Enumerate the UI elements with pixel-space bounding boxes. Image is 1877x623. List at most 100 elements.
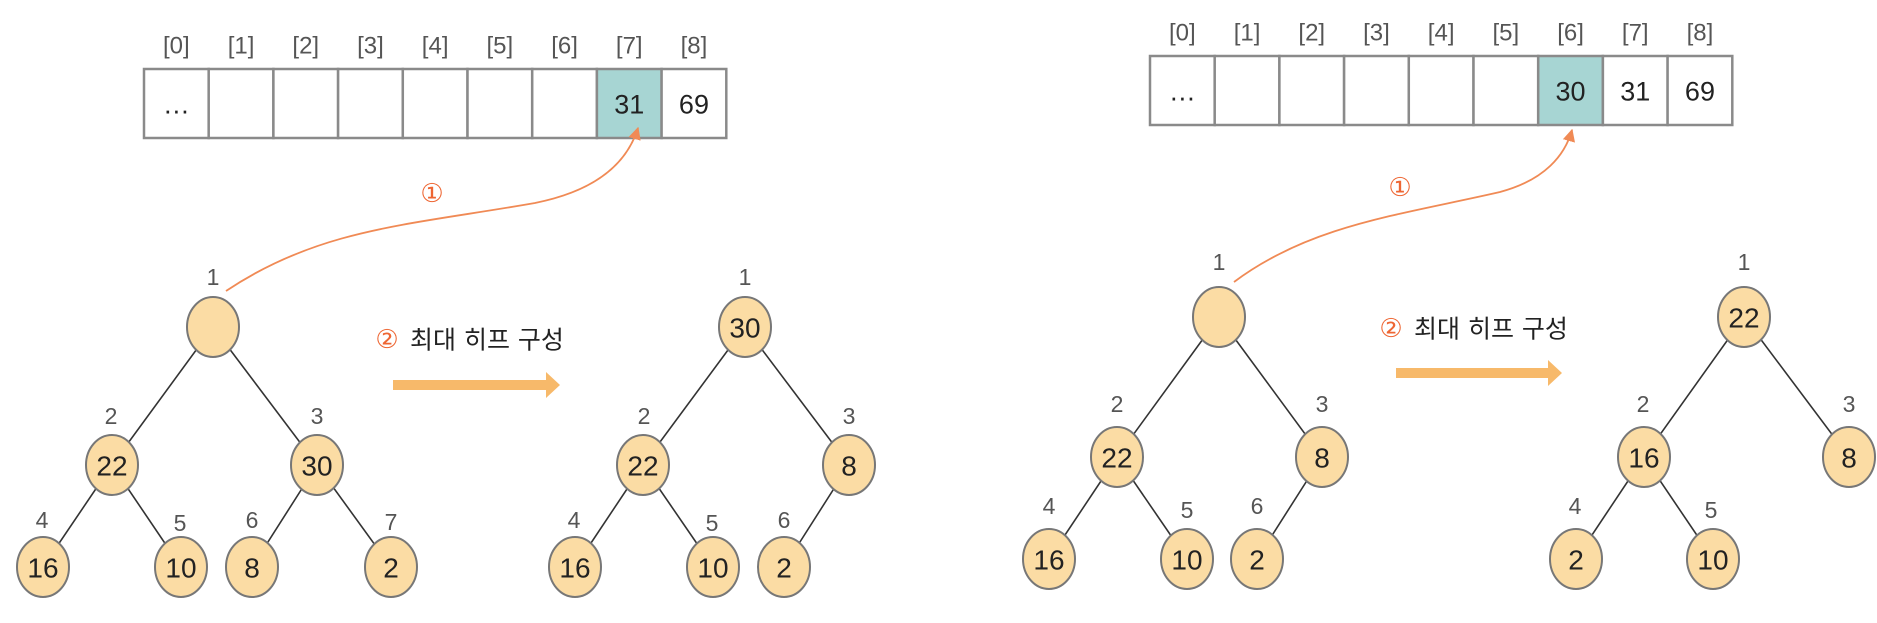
node-value: 8 xyxy=(1841,443,1857,474)
step1-marker: ① xyxy=(420,179,443,209)
array-index-label: [7] xyxy=(616,33,643,60)
node-index: 1 xyxy=(1738,249,1751,275)
transition-arrow xyxy=(393,372,560,398)
array-index-label: [3] xyxy=(1363,20,1390,47)
node-index: 3 xyxy=(1316,391,1329,417)
node-index: 1 xyxy=(739,264,752,290)
array-index-label: [5] xyxy=(487,33,514,60)
heap-node xyxy=(718,296,772,358)
move-root-arrow xyxy=(1233,128,1576,283)
array-cell xyxy=(530,67,599,140)
step1-marker: ① xyxy=(1388,173,1411,203)
step2-marker: ② xyxy=(1379,314,1402,344)
step2-label: 최대 히프 구성 xyxy=(410,326,564,355)
node-index: 5 xyxy=(174,510,187,536)
array-cell-value: 69 xyxy=(1685,77,1715,107)
node-value: 22 xyxy=(96,451,127,482)
heap-node xyxy=(616,434,670,496)
heap-array: …[0][1][2][3][4][5][6]31[7]69[8] xyxy=(142,33,728,140)
heap-node xyxy=(364,536,418,598)
array-cell xyxy=(660,67,728,140)
node-index: 2 xyxy=(105,403,118,429)
array-cell xyxy=(336,67,405,140)
transition-arrow xyxy=(1396,360,1562,386)
array-index-label: [6] xyxy=(551,33,578,60)
array-index-label: [4] xyxy=(422,33,449,60)
node-value: 16 xyxy=(27,553,58,584)
array-cell-value: 30 xyxy=(1556,77,1586,107)
node-value: 8 xyxy=(1314,443,1330,474)
array-index-label: [2] xyxy=(292,33,319,60)
node-index: 4 xyxy=(568,507,581,533)
node-index: 3 xyxy=(1843,391,1856,417)
node-value: 8 xyxy=(841,451,857,482)
array-cell-value: … xyxy=(163,90,190,120)
heap-node xyxy=(1230,528,1284,590)
array-index-label: [8] xyxy=(1687,20,1714,47)
node-index: 5 xyxy=(1181,497,1194,523)
node-index: 4 xyxy=(1043,493,1056,519)
array-cell xyxy=(1407,54,1475,127)
array-index-label: [8] xyxy=(681,33,708,60)
heap-node xyxy=(1160,528,1214,590)
array-cell xyxy=(142,67,210,140)
node-index: 2 xyxy=(638,403,651,429)
heap-node xyxy=(1617,426,1671,488)
heap-node xyxy=(1549,528,1603,590)
heap-node xyxy=(16,536,70,598)
heap-node xyxy=(1686,528,1740,590)
node-index: 2 xyxy=(1637,391,1650,417)
node-value: 2 xyxy=(383,553,399,584)
array-index-label: [1] xyxy=(228,33,255,60)
node-value: 2 xyxy=(1249,545,1265,576)
array-cell xyxy=(401,67,469,140)
array-cell xyxy=(1342,54,1411,127)
node-index: 1 xyxy=(207,264,220,290)
array-cell xyxy=(1666,54,1734,127)
heap-node xyxy=(1090,426,1144,488)
node-index: 3 xyxy=(843,403,856,429)
node-value: 16 xyxy=(1628,443,1659,474)
array-cell xyxy=(1278,54,1346,127)
node-index: 3 xyxy=(311,403,324,429)
heap-node xyxy=(1192,286,1246,348)
heap-node xyxy=(1295,426,1349,488)
node-value: 30 xyxy=(729,313,760,344)
step2-label: 최대 히프 구성 xyxy=(1414,315,1568,344)
array-cell xyxy=(1472,54,1540,127)
heap-node xyxy=(1717,286,1771,348)
node-value: 30 xyxy=(301,451,332,482)
array-cell-value: 31 xyxy=(1620,77,1650,107)
heap-node xyxy=(822,434,876,496)
node-index: 4 xyxy=(1569,493,1582,519)
array-cell xyxy=(466,67,534,140)
node-value: 10 xyxy=(697,553,728,584)
node-value: 8 xyxy=(244,553,260,584)
array-index-label: [2] xyxy=(1298,20,1325,47)
node-index: 5 xyxy=(1705,497,1718,523)
heap-node xyxy=(186,296,240,358)
node-index: 6 xyxy=(778,507,791,533)
heap-node xyxy=(757,536,811,598)
step2-marker: ② xyxy=(375,325,398,355)
node-index: 1 xyxy=(1213,249,1226,275)
array-cell xyxy=(1213,54,1281,127)
heap-array: …[0][1][2][3][4][5]30[6]31[7]69[8] xyxy=(1148,20,1734,127)
node-index: 5 xyxy=(706,510,719,536)
array-cell-value: 69 xyxy=(679,90,709,120)
node-value: 2 xyxy=(776,553,792,584)
node-index: 2 xyxy=(1111,391,1124,417)
node-value: 22 xyxy=(627,451,658,482)
heap-node xyxy=(1822,426,1876,488)
heap-node xyxy=(85,434,139,496)
array-cell-value: … xyxy=(1169,77,1196,107)
heap-node xyxy=(686,536,740,598)
node-value: 10 xyxy=(1697,545,1728,576)
heap-node xyxy=(154,536,208,598)
